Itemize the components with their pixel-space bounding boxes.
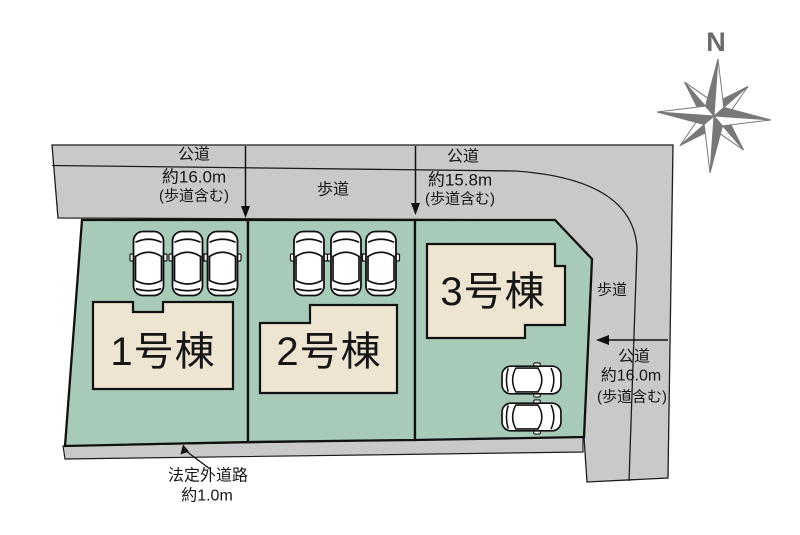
compass-rose [657, 59, 771, 173]
car-icon [168, 230, 207, 297]
road-label-right-name: 公道 [618, 348, 650, 366]
car-icon [289, 230, 329, 297]
sidewalk-divider-line [51, 164, 638, 482]
car-icon [501, 362, 562, 398]
road-label-bottom-name: 法定外道路 [168, 467, 248, 485]
leader-arrow [180, 444, 211, 470]
sidewalk-label-right: 歩道 [597, 282, 627, 299]
building-1-label: 1号棟 [110, 330, 215, 374]
building-1 [91, 300, 235, 391]
road-label-top-right-width: 約15.8m [428, 171, 492, 190]
car-icon [501, 399, 562, 435]
road-label-bottom-width: 約1.0m [181, 487, 233, 505]
sidewalk-label-top: 歩道 [317, 181, 349, 199]
road-label-top-left-name: 公道 [178, 146, 210, 164]
car-icon [203, 230, 242, 297]
building-2-label: 2号棟 [276, 330, 381, 374]
car-icon [129, 230, 168, 297]
road-label-top-right-name: 公道 [447, 148, 479, 166]
dimension-arrow-down-1 [241, 146, 250, 218]
road-label-right-width: 約16.0m [601, 367, 661, 385]
road-label-top-right-note: (歩道含む) [425, 191, 495, 208]
car-icon [361, 230, 401, 297]
car-icon [326, 230, 366, 297]
road-label-right-note: (歩道含む) [597, 389, 667, 406]
road-label-top-left-width: 約16.0m [162, 168, 226, 187]
road-label-top-left-note: (歩道含む) [159, 188, 229, 205]
north-label: N [706, 27, 726, 57]
road-width-arrow-left [596, 335, 668, 345]
building-3 [425, 242, 567, 340]
building-2 [258, 303, 399, 395]
dimension-arrow-down-2 [411, 146, 420, 215]
building-3-label: 3号棟 [440, 270, 545, 314]
